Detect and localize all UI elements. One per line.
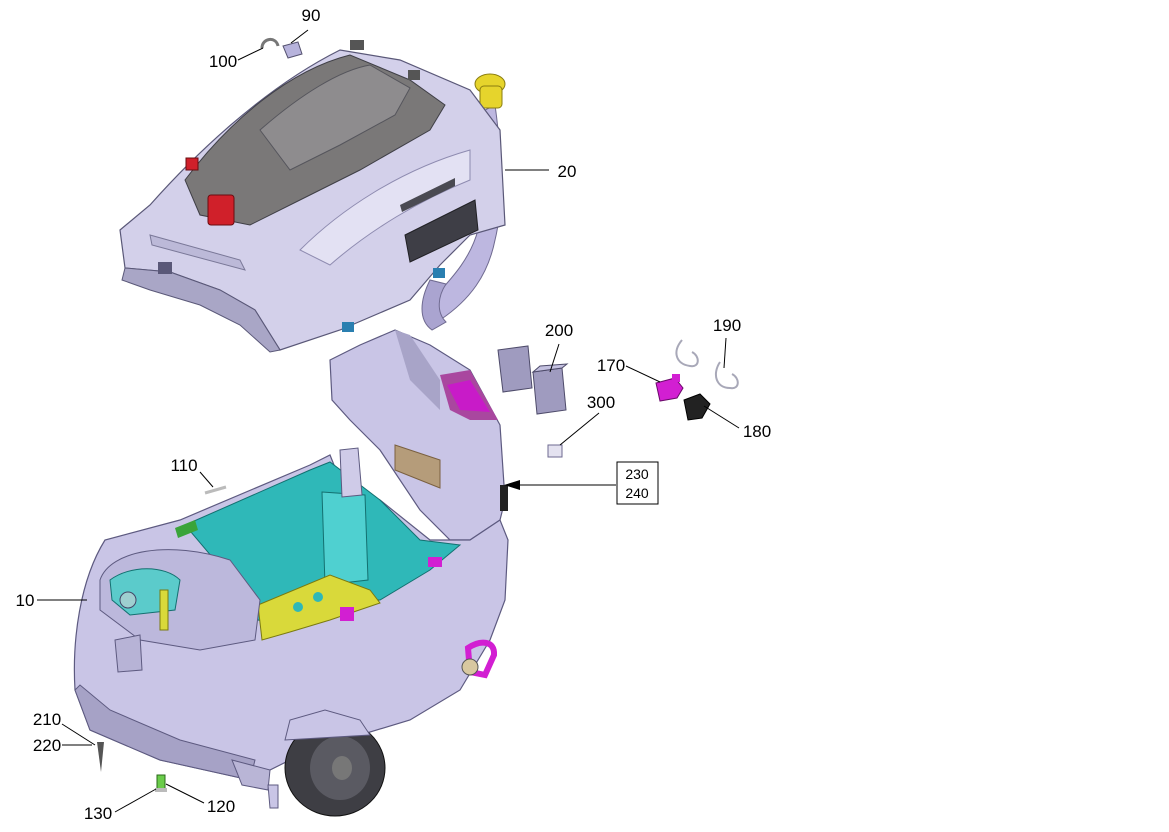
cover-assembly xyxy=(119,40,506,353)
part-120-green-valve xyxy=(156,774,166,790)
red-switch xyxy=(207,194,235,226)
callout-100: 100 xyxy=(209,52,237,71)
callout-170: 170 xyxy=(597,356,625,375)
callout-190: 190 xyxy=(713,316,741,335)
callout-240: 240 xyxy=(625,485,649,501)
blue-connector-2 xyxy=(433,268,445,278)
callout-110: 110 xyxy=(170,456,197,475)
callout-labels: 90 100 20 200 190 170 300 180 110 10 210… xyxy=(16,6,772,823)
main-body-assembly xyxy=(73,329,509,817)
wheel xyxy=(284,709,386,817)
callout-130: 130 xyxy=(84,804,112,823)
yellow-rod xyxy=(159,589,169,631)
callout-120: 120 xyxy=(207,797,235,816)
blue-connector-1 xyxy=(342,322,354,332)
leader-lines xyxy=(37,29,740,813)
callout-90: 90 xyxy=(302,6,321,25)
part-180-connector xyxy=(683,393,711,421)
hose-elbow xyxy=(421,279,447,331)
callout-300: 300 xyxy=(587,393,615,412)
callout-10: 10 xyxy=(16,591,35,610)
part-100-hook xyxy=(260,38,280,49)
callout-box-230-240: 230 240 xyxy=(616,461,659,505)
callout-180: 180 xyxy=(743,422,771,441)
callout-20: 20 xyxy=(558,162,577,181)
part-90-clip xyxy=(282,41,303,59)
part-110-pin xyxy=(204,485,227,495)
part-190-tie-1 xyxy=(675,339,699,368)
part-190-tie-2 xyxy=(714,361,739,390)
callout-200: 200 xyxy=(545,321,573,340)
part-300-cube xyxy=(547,444,563,458)
part-170-connector xyxy=(655,374,684,402)
yellow-floor xyxy=(257,574,381,641)
part-210-spike xyxy=(97,742,104,772)
callout-210: 210 xyxy=(33,710,61,729)
callout-220: 220 xyxy=(33,736,61,755)
part-200-block xyxy=(497,345,569,415)
callout-230: 230 xyxy=(625,466,649,482)
